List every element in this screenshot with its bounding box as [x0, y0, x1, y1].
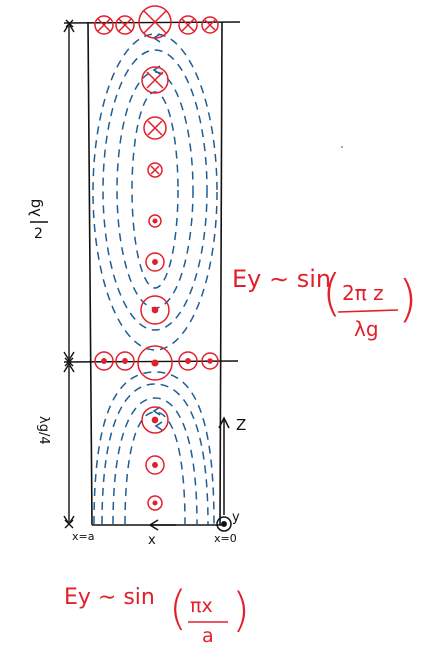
- circle-cross-icon: [201, 16, 219, 34]
- circle-cross-icon: [115, 15, 135, 35]
- left-wall: [87, 21, 93, 526]
- circle-cross-icon: [141, 66, 169, 94]
- circle-dot-icon: [201, 352, 219, 370]
- y-axis-out-icon: [216, 516, 232, 532]
- x-profile-close-paren: ): [232, 583, 250, 637]
- stray-dot: [341, 146, 343, 148]
- half-wavelength-num: λg: [26, 199, 44, 217]
- x-axis-label: x: [148, 533, 156, 548]
- x-profile-den: a: [202, 625, 214, 647]
- axes-origin: [148, 416, 232, 532]
- x-profile-open-paren: (: [169, 581, 187, 635]
- half-wavelength-den: 2: [34, 226, 43, 242]
- dimension-labels: λg 2 λg/4 Z y x x=a x=0: [26, 199, 246, 548]
- z-profile-left: Ey ∼ sin: [232, 265, 331, 293]
- z-profile-close-paren: ): [398, 270, 418, 328]
- x-profile-left: Ey ∼ sin: [64, 585, 155, 610]
- circle-cross-icon: [147, 162, 163, 178]
- z-profile-num: 2π z: [342, 281, 384, 305]
- circle-cross-icon: [94, 15, 114, 35]
- circle-dot-icon: [115, 351, 135, 371]
- quarter-wavelength-label: λg/4: [36, 416, 51, 445]
- circle-dot-icon: [178, 351, 198, 371]
- e-field-markers: [94, 5, 219, 511]
- magnetic-field-loops-lower: [93, 371, 215, 525]
- circle-dot-icon: [147, 495, 163, 511]
- circle-cross-icon: [143, 116, 167, 140]
- circle-dot-icon: [145, 455, 165, 475]
- z-axis-label: Z: [236, 416, 246, 434]
- circle-dot-icon: [145, 252, 165, 272]
- circle-dot-icon: [140, 295, 170, 325]
- x-equals-0-label: x=0: [214, 532, 237, 545]
- ez-profile-formula: Ey ∼ sin ( 2π z λg ): [232, 264, 418, 341]
- z-profile-den: λg: [354, 317, 379, 341]
- circle-dot-icon: [141, 406, 169, 434]
- z-profile-open-paren: (: [322, 264, 342, 322]
- circle-dot-icon: [148, 214, 162, 228]
- x-profile-num: πx: [190, 595, 213, 617]
- top-line: [63, 21, 241, 24]
- right-wall: [219, 21, 223, 526]
- dimension-markers: [63, 19, 75, 529]
- ex-profile-formula: Ey ∼ sin ( πx a ): [64, 581, 250, 647]
- circle-cross-icon: [138, 5, 172, 39]
- magnetic-field-loops-upper: [92, 33, 218, 351]
- circle-cross-icon: [178, 15, 198, 35]
- y-axis-label: y: [232, 510, 240, 525]
- waveguide-walls: [87, 21, 223, 526]
- x-equals-a-label: x=a: [72, 530, 94, 543]
- circle-dot-icon: [137, 345, 173, 381]
- circle-dot-icon: [94, 351, 114, 371]
